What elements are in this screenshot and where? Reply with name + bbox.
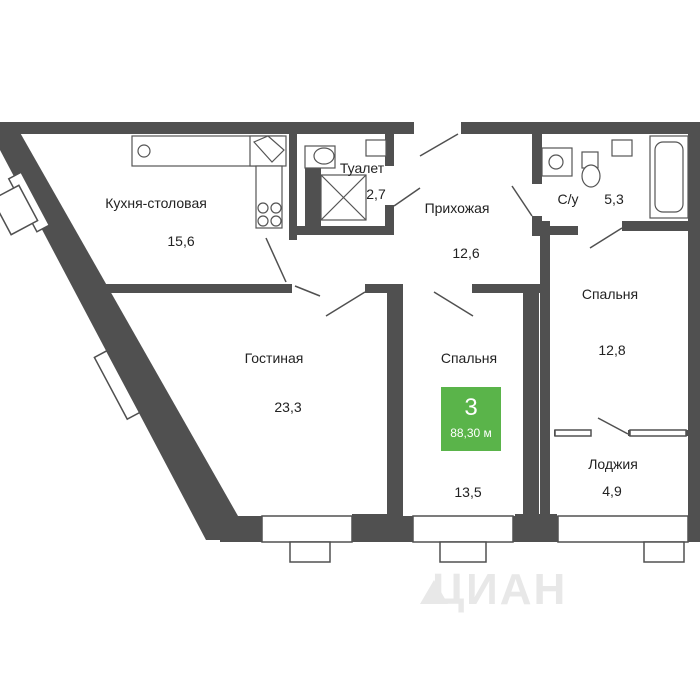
kitchen-area: 15,6 [167, 233, 195, 249]
toilet-area: 2,7 [366, 186, 386, 202]
rooms-count: 3 [464, 394, 478, 421]
watermark: ЦИАН [432, 565, 568, 614]
watermark-icon [420, 580, 448, 604]
walls [0, 122, 700, 542]
bathroom-area: 5,3 [604, 191, 624, 207]
apartment-badge: 3 88,30 м [441, 387, 501, 451]
loggia-name: Лоджия [588, 456, 638, 472]
bedroom-right-area: 12,8 [598, 342, 626, 358]
bedroom-right-name: Спальня [581, 286, 639, 302]
hall-name: Прихожая [424, 200, 490, 216]
total-area: 88,30 м [450, 426, 492, 440]
bathroom-name: С/у [557, 191, 579, 207]
toilet-name: Туалет [339, 160, 385, 176]
bedroom-center-area: 13,5 [454, 484, 482, 500]
windows [0, 171, 689, 563]
living-area: 23,3 [274, 399, 302, 415]
loggia-area: 4,9 [602, 483, 622, 499]
kitchen-name: Кухня-столовая [105, 195, 207, 211]
living-name: Гостиная [244, 350, 304, 366]
doors [265, 133, 629, 435]
hall-area: 12,6 [452, 245, 480, 261]
fixtures [131, 135, 689, 229]
bedroom-center-name: Спальня [440, 350, 498, 366]
